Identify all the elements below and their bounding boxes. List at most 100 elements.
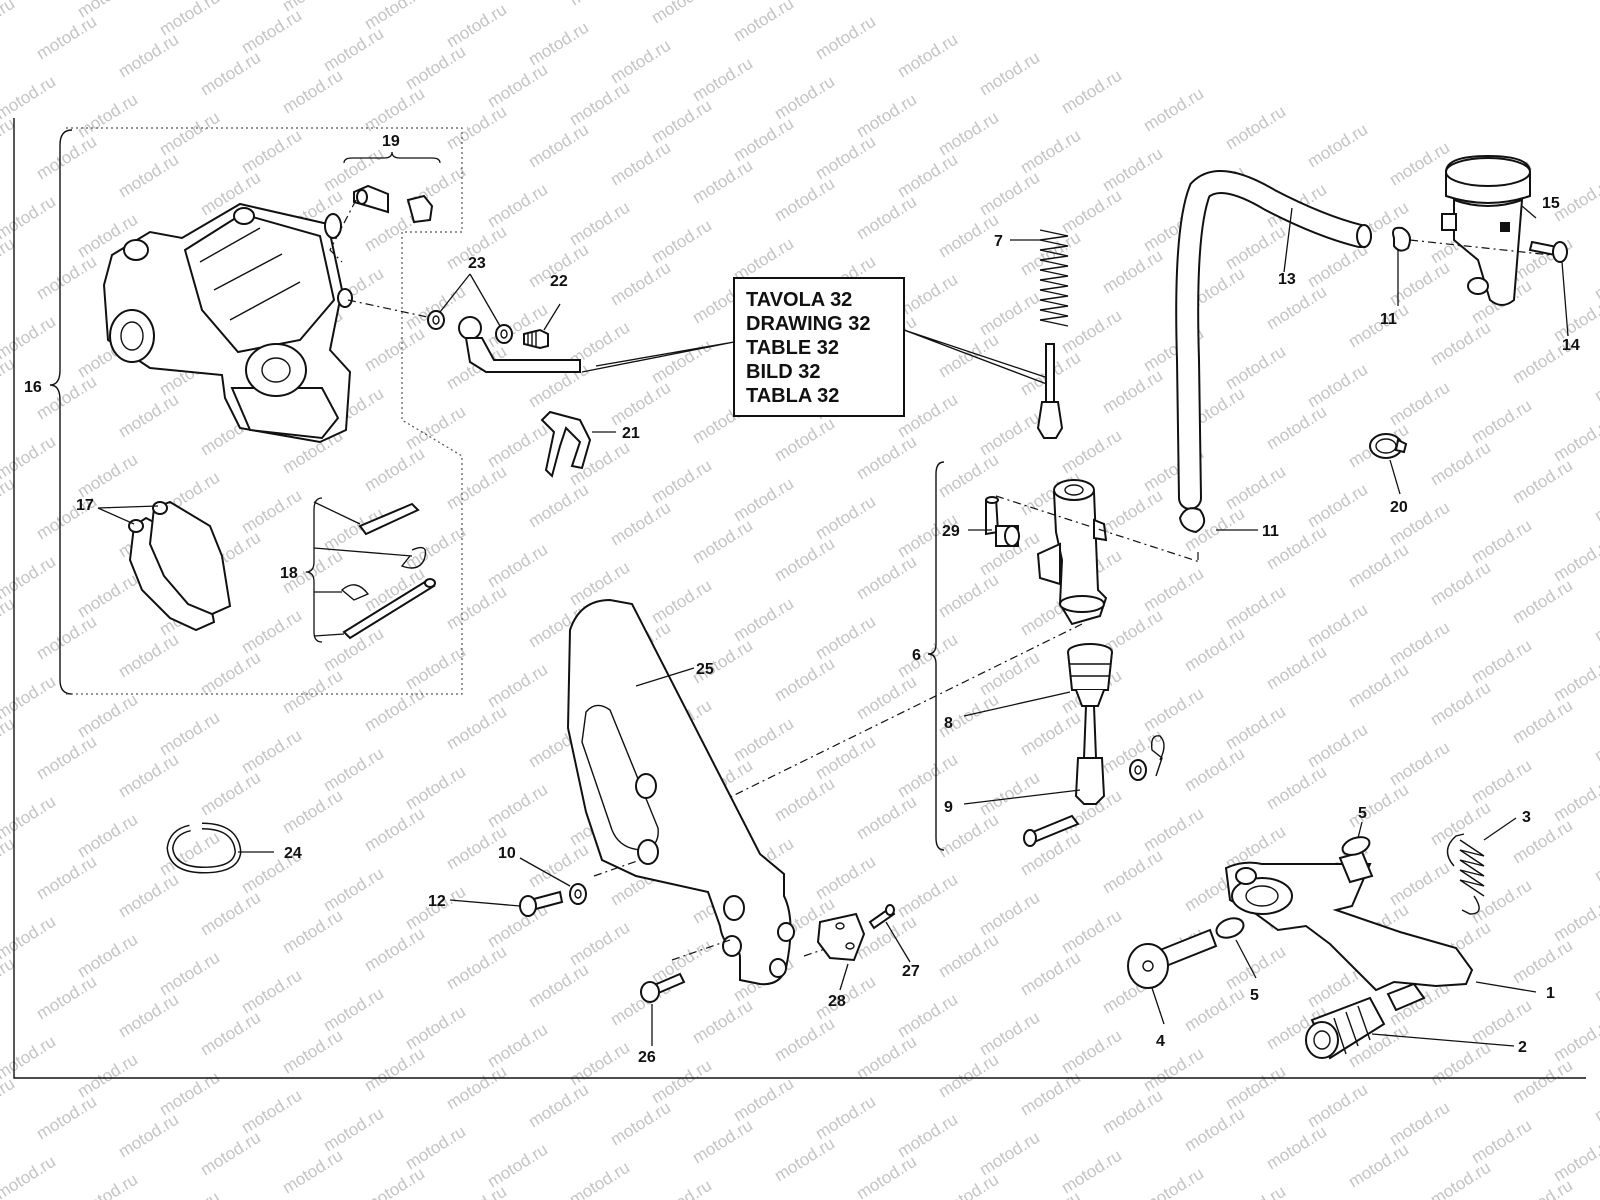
watermark-text: motod.ru [1427, 678, 1494, 730]
callout-27: 27 [902, 963, 920, 980]
watermark-text: motod.ru [935, 108, 1002, 160]
watermark-text: motod.ru [197, 888, 264, 940]
watermark-text: motod.ru [33, 1092, 100, 1144]
callout-6: 6 [912, 647, 921, 664]
watermark-text: motod.ru [1345, 1140, 1412, 1192]
watermark-text: motod.ru [33, 612, 100, 664]
watermark-text: motod.ru [976, 408, 1043, 460]
callout-18: 18 [280, 565, 298, 582]
watermark-text: motod.ru [156, 948, 223, 1000]
watermark-text: motod.ru [935, 1170, 1002, 1200]
watermark-text: motod.ru [197, 1008, 264, 1060]
watermark-text: motod.ru [566, 918, 633, 970]
hose-clip-drawing [540, 410, 592, 478]
watermark-text: motod.ru [33, 132, 100, 184]
watermark-text: motod.ru [1427, 1158, 1494, 1200]
watermark-text: motod.ru [0, 1152, 59, 1200]
watermark-text: motod.ru [812, 1092, 879, 1144]
reference-box: TAVOLA 32 DRAWING 32 TABLE 32 BILD 32 TA… [733, 277, 905, 417]
watermark-text: motod.ru [1345, 540, 1412, 592]
callout-11-lower: 11 [1262, 523, 1279, 540]
watermark-text: motod.ru [771, 174, 838, 226]
watermark-text: motod.ru [1591, 714, 1600, 766]
watermark-text: motod.ru [935, 330, 1002, 382]
screw-26-drawing [640, 972, 686, 1003]
watermark-text: motod.ru [1222, 942, 1289, 994]
watermark-text: motod.ru [74, 450, 141, 502]
watermark-text: motod.ru [1140, 1164, 1207, 1200]
watermark-text: motod.ru [0, 1074, 18, 1126]
callout-17: 17 [76, 497, 94, 514]
watermark-text: motod.ru [156, 108, 223, 160]
watermark-text: motod.ru [976, 48, 1043, 100]
watermark-text: motod.ru [853, 90, 920, 142]
reservoir-hose-drawing [1175, 170, 1372, 510]
watermark-text: motod.ru [689, 1116, 756, 1168]
watermark-text: motod.ru [1509, 576, 1576, 628]
callout-12: 12 [428, 893, 446, 910]
watermark-text: motod.ru [771, 414, 838, 466]
brake-pedal-drawing [1224, 850, 1474, 992]
ref-line-5: TABLA 32 [746, 385, 839, 407]
watermark-text: motod.ru [1181, 624, 1248, 676]
watermark-text: motod.ru [1263, 282, 1330, 334]
pad-pin-kit-drawing [340, 502, 436, 640]
watermark-text: motod.ru [1386, 138, 1453, 190]
watermark-text: motod.ru [1140, 1044, 1207, 1096]
master-cylinder-drawing [1036, 479, 1108, 626]
watermark-text: motod.ru [812, 12, 879, 64]
callout-3: 3 [1522, 809, 1531, 826]
watermark-text: motod.ru [648, 1056, 715, 1108]
screw-27-drawing [868, 904, 896, 930]
watermark-text: motod.ru [156, 708, 223, 760]
watermark-text: motod.ru [115, 870, 182, 922]
watermark-text: motod.ru [607, 36, 674, 88]
watermark-text: motod.ru [1509, 1056, 1576, 1108]
callout-24: 24 [284, 845, 302, 862]
callout-19: 19 [382, 133, 400, 150]
watermark-text: motod.ru [812, 852, 879, 904]
watermark-text: motod.ru [771, 534, 838, 586]
watermark-text: motod.ru [74, 930, 141, 982]
watermark-text: motod.ru [607, 498, 674, 550]
watermark-text: motod.ru [156, 1068, 223, 1120]
watermark-text: motod.ru [320, 744, 387, 796]
watermark-text: motod.ru [197, 48, 264, 100]
watermark-text: motod.ru [1550, 1014, 1600, 1066]
watermark-text: motod.ru [1468, 1116, 1535, 1168]
watermark-text: motod.ru [402, 762, 469, 814]
watermark-text: motod.ru [1140, 84, 1207, 136]
watermark-text: motod.ru [361, 1164, 428, 1200]
screw-14-drawing [1528, 240, 1568, 263]
ref-line-1: TAVOLA 32 [746, 289, 852, 311]
watermark-text: motod.ru [361, 804, 428, 856]
watermark-text: motod.ru [33, 972, 100, 1024]
watermark-text: motod.ru [771, 654, 838, 706]
watermark-text: motod.ru [607, 378, 674, 430]
watermark-text: motod.ru [279, 906, 346, 958]
rubber-boot-drawing [1067, 643, 1113, 707]
watermark-text: motod.ru [976, 1008, 1043, 1060]
watermark-text: motod.ru [853, 792, 920, 844]
watermark-text: motod.ru [1222, 342, 1289, 394]
watermark-text: motod.ru [1099, 846, 1166, 898]
watermark-text: motod.ru [648, 216, 715, 268]
watermark-text: motod.ru [1550, 654, 1600, 706]
watermark-text: motod.ru [361, 324, 428, 376]
watermark-text: motod.ru [1304, 480, 1371, 532]
watermark-text: motod.ru [402, 402, 469, 454]
watermark-text: motod.ru [976, 888, 1043, 940]
watermark-text: motod.ru [115, 1110, 182, 1162]
watermark-text: motod.ru [443, 0, 510, 51]
watermark-text: motod.ru [894, 150, 961, 202]
watermark-text: motod.ru [1304, 600, 1371, 652]
watermark-text: motod.ru [566, 1038, 633, 1090]
callout-7: 7 [994, 233, 1003, 250]
callout-10: 10 [498, 845, 516, 862]
o-ring-5-lower [1215, 917, 1245, 939]
watermark-text: motod.ru [361, 444, 428, 496]
watermark-text: motod.ru [1140, 804, 1207, 856]
watermark-text: motod.ru [1427, 798, 1494, 850]
watermark-text: motod.ru [115, 150, 182, 202]
